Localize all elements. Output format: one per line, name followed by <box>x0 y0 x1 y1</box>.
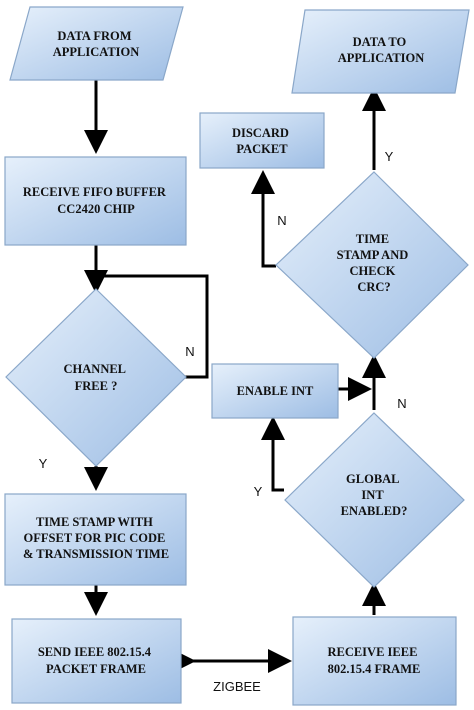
node-time-stamp-check-crc <box>275 171 469 359</box>
label-global-int-enabled: GLOBAL INT ENABLED? <box>341 472 408 518</box>
edge-label-zigbee: ZIGBEE <box>213 679 261 694</box>
label-enable-int: ENABLE INT <box>237 384 314 398</box>
edge-label-global-no: N <box>397 396 406 411</box>
label-time-stamp-check-crc: TIME STAMP AND CHECK CRC? <box>337 232 412 294</box>
connectors <box>84 80 386 673</box>
node-data-to-application <box>291 9 470 94</box>
node-time-stamp-offset <box>4 493 187 586</box>
edge-label-crc-no: N <box>277 213 286 228</box>
node-channel-free <box>5 288 187 467</box>
node-send-packet-frame <box>11 618 182 704</box>
edge-global-yes <box>261 416 285 492</box>
edge-label-crc-yes: Y <box>385 149 394 164</box>
edge-channel-no-loop <box>96 274 209 379</box>
node-receive-fifo-buffer <box>4 156 187 246</box>
node-data-from-application <box>9 6 184 81</box>
node-discard-packet <box>199 112 325 169</box>
label-send-packet-frame: SEND IEEE 802.15.4 PACKET FRAME <box>38 645 154 676</box>
label-data-from-application: DATA FROM APPLICATION <box>53 29 140 59</box>
label-channel-free: CHANNEL FREE ? <box>64 362 129 393</box>
edge-crc-no <box>251 170 276 268</box>
edge-label-channel-no: N <box>185 344 194 359</box>
label-receive-frame: RECEIVE IEEE 802.15.4 FRAME <box>327 645 420 676</box>
label-time-stamp-offset: TIME STAMP WITH OFFSET FOR PIC CODE & TR… <box>23 515 169 561</box>
label-receive-fifo-buffer: RECEIVE FIFO BUFFER CC2420 CHIP <box>23 185 169 216</box>
node-global-int-enabled <box>284 412 465 588</box>
node-receive-frame <box>292 616 457 706</box>
edge-label-global-yes: Y <box>254 484 263 499</box>
nodes <box>4 6 470 706</box>
edge-label-channel-yes: Y <box>39 456 48 471</box>
node-enable-int <box>211 363 339 419</box>
label-discard-packet: DISCARD PACKET <box>232 126 292 156</box>
label-data-to-application: DATA TO APPLICATION <box>338 35 425 65</box>
